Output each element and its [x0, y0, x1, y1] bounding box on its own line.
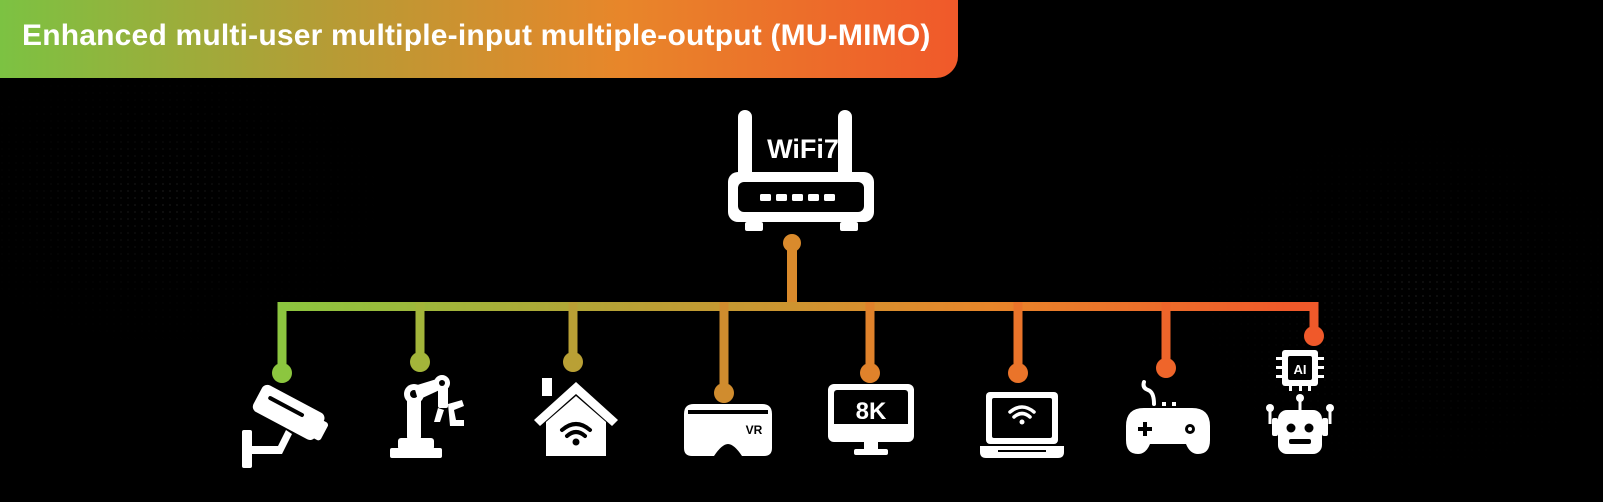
device-connectors: [272, 302, 1324, 403]
connector-node-8: [1304, 326, 1324, 346]
vr-label: VR: [746, 423, 763, 437]
page-title: Enhanced multi-user multiple-input multi…: [22, 19, 931, 52]
smart-home-icon: [534, 378, 618, 456]
connector-line-7: [1161, 302, 1171, 368]
wifi-router-icon: WiFi7: [728, 110, 874, 231]
gamepad-icon: [1126, 380, 1210, 454]
8k-monitor-icon: 8K: [828, 384, 914, 455]
8k-label: 8K: [856, 398, 887, 425]
connector-node-6: [1008, 363, 1028, 383]
security-camera-icon: [242, 384, 329, 468]
robotic-arm-icon: [390, 375, 464, 458]
connector-node-4: [714, 383, 734, 403]
connector-node-7: [1156, 358, 1176, 378]
connector-node-3: [563, 352, 583, 372]
title-banner: Enhanced multi-user multiple-input multi…: [0, 0, 958, 78]
connector-line-3: [568, 302, 578, 362]
laptop-wifi-icon: [980, 392, 1064, 458]
router-connector: [783, 234, 801, 305]
connector-node-2: [410, 352, 430, 372]
router-label: WiFi7: [767, 134, 839, 164]
ai-robot-icon: AI: [1266, 350, 1334, 454]
connector-line-4: [719, 302, 729, 393]
connector-line-2: [415, 302, 425, 362]
connector-line-1: [277, 302, 287, 373]
connector-line-5: [865, 302, 875, 373]
vr-headset-icon: VR: [684, 404, 772, 456]
connector-node-5: [860, 363, 880, 383]
connector-line-6: [1013, 302, 1023, 373]
connector-line-8: [1309, 302, 1319, 336]
connector-node-1: [272, 363, 292, 383]
ai-label: AI: [1294, 362, 1307, 377]
connection-bus: [282, 302, 1318, 311]
